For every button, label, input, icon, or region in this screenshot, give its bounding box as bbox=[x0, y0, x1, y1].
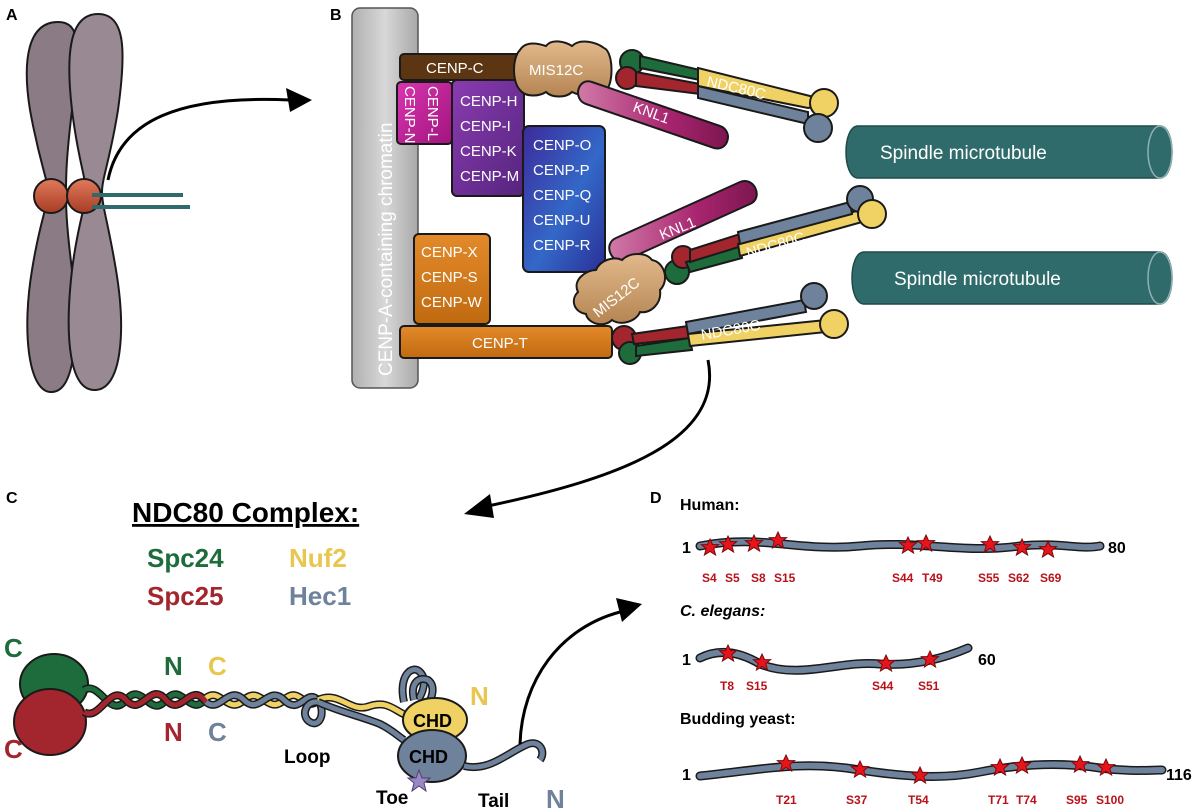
cenp-w-label: CENP-W bbox=[421, 294, 483, 311]
cenp-k-label: CENP-K bbox=[460, 143, 517, 160]
human-site-s69: S69 bbox=[1040, 571, 1062, 585]
cenp-x-label: CENP-X bbox=[421, 244, 478, 261]
c-elegans-end: 60 bbox=[978, 652, 996, 669]
panel-label-a: A bbox=[6, 7, 18, 24]
cenp-t-label: CENP-T bbox=[472, 335, 528, 352]
ndc80c-top: NDC80C bbox=[615, 49, 839, 143]
yeast-site-s95: S95 bbox=[1066, 793, 1088, 807]
human-site-s5: S5 bbox=[725, 571, 740, 585]
species-budding-yeast: Budding yeast: bbox=[680, 711, 796, 728]
chromosome bbox=[25, 12, 190, 394]
ndc80c-middle: NDC80C bbox=[664, 185, 887, 285]
subunit-spc25: Spc25 bbox=[147, 581, 224, 611]
cenp-u-label: CENP-U bbox=[533, 212, 591, 229]
cenp-q-label: CENP-Q bbox=[533, 187, 591, 204]
human-site-s4: S4 bbox=[702, 571, 717, 585]
hec1-chd bbox=[397, 729, 467, 783]
label-tail: Tail bbox=[478, 791, 509, 812]
end-spc25-c: C bbox=[4, 734, 23, 764]
subunit-nuf2: Nuf2 bbox=[289, 543, 347, 573]
human-site-s15: S15 bbox=[774, 571, 796, 585]
end-nuf2-c: C bbox=[208, 651, 227, 681]
cenp-c-label: CENP-C bbox=[426, 60, 484, 77]
yeast-site-t71: T71 bbox=[988, 793, 1009, 807]
c-elegans-site-t8: T8 bbox=[720, 679, 734, 693]
cenp-opqur: CENP-O CENP-P CENP-Q CENP-U CENP-R bbox=[522, 125, 606, 273]
human-site-s8: S8 bbox=[751, 571, 766, 585]
spindle-microtubule-top: Spindle microtubule bbox=[845, 125, 1173, 179]
label-chd-hec1: CHD bbox=[409, 747, 448, 767]
spc25-head bbox=[13, 688, 87, 756]
zoom-arrow-a-to-b bbox=[106, 97, 291, 181]
panel-label-c: C bbox=[6, 490, 18, 507]
human-tail: 1 80 S4 S5 S8 S15 S44 T49 S55 S62 S69 bbox=[682, 531, 1126, 585]
panel-label-b: B bbox=[330, 7, 342, 24]
cenp-r-label: CENP-R bbox=[533, 237, 591, 254]
yeast-site-t74: T74 bbox=[1016, 793, 1037, 807]
centromere bbox=[33, 178, 69, 214]
cenp-hikm: CENP-H CENP-I CENP-K CENP-M bbox=[451, 79, 525, 197]
cenp-n-l: CENP-N CENP-L bbox=[396, 81, 453, 145]
subunit-spc24: Spc24 bbox=[147, 543, 224, 573]
cenp-c: CENP-C bbox=[399, 53, 531, 81]
label-toe: Toe bbox=[376, 788, 408, 809]
zoom-arrow-b-to-c bbox=[487, 359, 712, 508]
spindle-microtubule-top-label: Spindle microtubule bbox=[880, 143, 1047, 164]
species-human: Human: bbox=[680, 497, 740, 514]
cenp-xsw: CENP-X CENP-S CENP-W bbox=[413, 233, 491, 325]
subunit-hec1: Hec1 bbox=[289, 581, 351, 611]
ndc80-complex-title: NDC80 Complex: bbox=[132, 497, 359, 528]
cenp-n-label: CENP-N bbox=[401, 86, 418, 144]
spindle-microtubule-bottom-label: Spindle microtubule bbox=[894, 269, 1061, 290]
cenp-o-label: CENP-O bbox=[533, 137, 591, 154]
yeast-site-t21: T21 bbox=[776, 793, 797, 807]
cenp-l-label: CENP-L bbox=[424, 86, 441, 141]
end-hec1-n: N bbox=[546, 784, 565, 812]
end-hec1-c: C bbox=[208, 717, 227, 747]
yeast-start: 1 bbox=[682, 767, 691, 784]
label-chd-nuf2: CHD bbox=[413, 711, 452, 731]
ndc80c-bottom: NDC80C bbox=[611, 282, 849, 365]
c-elegans-tail: 1 60 T8 S15 S44 S51 bbox=[682, 643, 996, 693]
human-end: 80 bbox=[1108, 540, 1126, 557]
end-nuf2-n: N bbox=[470, 681, 489, 711]
human-site-s44: S44 bbox=[892, 571, 914, 585]
panel-label-d: D bbox=[650, 490, 662, 507]
c-elegans-site-s51: S51 bbox=[918, 679, 940, 693]
mis12c-top-label: MIS12C bbox=[529, 62, 583, 79]
budding-yeast-tail: 1 116 T21 S37 T54 T71 T74 S95 S100 bbox=[682, 754, 1192, 807]
end-spc24-c: C bbox=[4, 633, 23, 663]
label-loop: Loop bbox=[284, 747, 330, 768]
cenp-m-label: CENP-M bbox=[460, 168, 519, 185]
c-elegans-start: 1 bbox=[682, 652, 691, 669]
human-site-s62: S62 bbox=[1008, 571, 1030, 585]
species-c-elegans: C. elegans: bbox=[680, 603, 765, 620]
end-spc24-n: N bbox=[164, 651, 183, 681]
zoom-arrow-c-to-d bbox=[518, 610, 621, 745]
human-site-t49: T49 bbox=[922, 571, 943, 585]
cenp-h-label: CENP-H bbox=[460, 93, 518, 110]
yeast-site-s100: S100 bbox=[1096, 793, 1124, 807]
c-elegans-site-s44: S44 bbox=[872, 679, 894, 693]
end-spc25-n: N bbox=[164, 717, 183, 747]
toe-star bbox=[406, 768, 432, 793]
human-start: 1 bbox=[682, 540, 691, 557]
human-site-s55: S55 bbox=[978, 571, 1000, 585]
chromatin-label: CENP-A-containing chromatin bbox=[376, 123, 397, 376]
cenp-p-label: CENP-P bbox=[533, 162, 590, 179]
yeast-site-s37: S37 bbox=[846, 793, 868, 807]
mis12c-bottom: MIS12C bbox=[572, 253, 667, 326]
ndc80-complex-drawing bbox=[13, 653, 547, 793]
cenp-s-label: CENP-S bbox=[421, 269, 478, 286]
cenp-i-label: CENP-I bbox=[460, 118, 511, 135]
yeast-end: 116 bbox=[1166, 767, 1192, 784]
yeast-site-t54: T54 bbox=[908, 793, 929, 807]
spindle-microtubule-bottom: Spindle microtubule bbox=[851, 251, 1173, 305]
cenp-t: CENP-T bbox=[399, 325, 613, 359]
c-elegans-site-s15: S15 bbox=[746, 679, 768, 693]
